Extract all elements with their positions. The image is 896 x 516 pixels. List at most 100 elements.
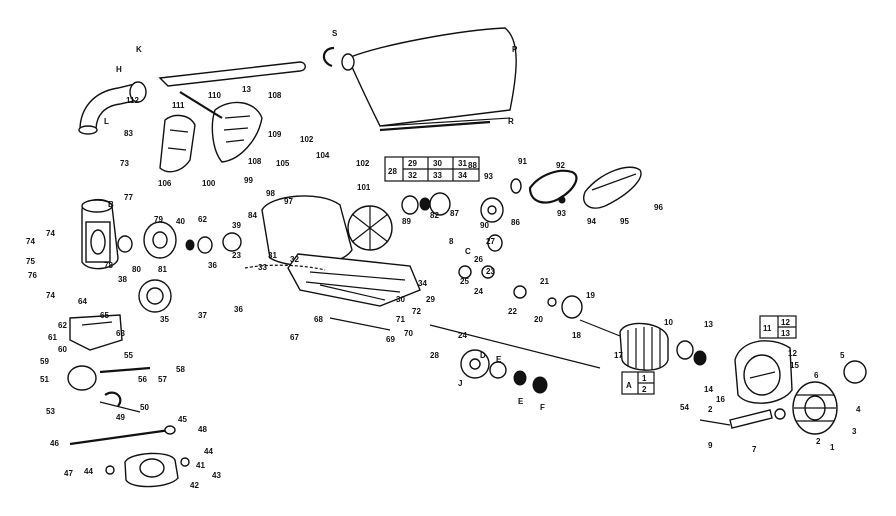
part-label-n17: 17 — [614, 351, 623, 360]
part-label-n78: 78 — [104, 261, 113, 270]
part-label-n62: 62 — [198, 215, 207, 224]
part-label-n93: 93 — [484, 172, 493, 181]
part-label-R: R — [508, 117, 514, 126]
part-label-n2a: 2 — [708, 405, 713, 414]
front-knob — [105, 452, 190, 488]
part-label-n27: 27 — [486, 237, 495, 246]
part-label-n95: 95 — [620, 217, 629, 226]
part-label-n13a: 13 — [242, 85, 251, 94]
inset-28-main: 28 — [388, 167, 397, 176]
part-label-n22: 22 — [508, 307, 517, 316]
part-label-n34: 34 — [418, 279, 427, 288]
inset-11: 11 12 13 — [759, 315, 797, 339]
part-label-n33: 33 — [258, 263, 267, 272]
part-label-n50: 50 — [140, 403, 149, 412]
inset-A: A 1 2 — [621, 371, 655, 395]
motor-field-housing — [734, 340, 793, 404]
inset-A-main: A — [626, 381, 632, 390]
inset-28-cell: 29 — [408, 159, 417, 168]
part-label-n91: 91 — [518, 157, 527, 166]
part-label-Cc: C — [465, 247, 471, 256]
fan-washers — [185, 232, 242, 254]
part-label-n49: 49 — [116, 413, 125, 422]
part-label-n99: 99 — [244, 176, 253, 185]
part-label-n74b: 74 — [26, 237, 35, 246]
part-label-L: L — [104, 117, 109, 126]
part-label-n9: 9 — [708, 441, 713, 450]
part-label-n48: 48 — [198, 425, 207, 434]
part-label-n28: 28 — [430, 351, 439, 360]
part-label-n46: 46 — [50, 439, 59, 448]
part-label-n8: 8 — [449, 237, 454, 246]
part-label-F: F — [540, 403, 545, 412]
part-label-n86: 86 — [511, 218, 520, 227]
part-label-n3: 3 — [852, 427, 857, 436]
handle-rod — [158, 61, 306, 87]
inset-11-cell: 13 — [781, 329, 790, 338]
part-label-n56: 56 — [138, 375, 147, 384]
part-label-n84: 84 — [248, 211, 257, 220]
part-label-n59: 59 — [40, 357, 49, 366]
part-label-n80: 80 — [132, 265, 141, 274]
pulleys — [401, 192, 504, 223]
part-label-n72: 72 — [412, 307, 421, 316]
part-label-n39: 39 — [232, 221, 241, 230]
part-label-n110: 110 — [208, 91, 221, 100]
part-label-n102a: 102 — [300, 135, 314, 144]
handle-bracket — [159, 114, 196, 173]
part-label-n16: 16 — [716, 395, 725, 404]
part-label-n1: 1 — [830, 443, 835, 452]
part-label-n76: 76 — [28, 271, 37, 280]
part-label-n15: 15 — [790, 361, 799, 370]
vacuum-housing — [81, 199, 119, 270]
part-label-n71: 71 — [396, 315, 405, 324]
part-label-n75: 75 — [26, 257, 35, 266]
inset-28-cell: 31 — [458, 159, 467, 168]
part-label-E2: E — [518, 397, 524, 406]
part-label-n67: 67 — [290, 333, 299, 342]
part-label-n23b: 23 — [486, 267, 495, 276]
motor-armature — [579, 319, 707, 371]
trigger-link — [179, 91, 223, 119]
part-label-n74a: 74 — [46, 229, 55, 238]
part-label-n92: 92 — [556, 161, 565, 170]
part-label-n62b: 62 — [58, 321, 67, 330]
part-label-P: P — [512, 45, 518, 54]
part-label-n24a: 24 — [474, 287, 483, 296]
part-label-n38: 38 — [118, 275, 127, 284]
inset-28-cell: 33 — [433, 171, 442, 180]
part-label-n21: 21 — [540, 277, 549, 286]
base-plate — [287, 253, 421, 307]
motor-bearing-cup — [138, 279, 172, 313]
part-label-n45: 45 — [178, 415, 187, 424]
part-label-n10: 10 — [664, 318, 673, 327]
part-label-n53: 53 — [46, 407, 55, 416]
main-housing — [261, 195, 393, 267]
nut-93 — [558, 196, 566, 204]
part-label-n40: 40 — [176, 217, 185, 226]
switch-handle — [211, 101, 263, 163]
part-label-n58: 58 — [176, 365, 185, 374]
part-label-n29: 29 — [426, 295, 435, 304]
part-label-n25: 25 — [460, 277, 469, 286]
part-label-n83: 83 — [124, 129, 133, 138]
part-label-H: H — [116, 65, 122, 74]
part-label-n90: 90 — [480, 221, 489, 230]
inset-28: 28 29 30 31 32 33 34 — [384, 156, 480, 182]
part-label-n14: 14 — [704, 385, 713, 394]
inset-28-cell: 30 — [433, 159, 442, 168]
part-label-n13b: 13 — [704, 320, 713, 329]
part-label-n18: 18 — [572, 331, 581, 340]
dust-bag-clip — [322, 46, 335, 68]
part-label-K: K — [136, 45, 142, 54]
part-label-n31: 31 — [268, 251, 277, 260]
part-label-n101: 101 — [357, 183, 371, 192]
part-label-n51: 51 — [40, 375, 49, 384]
part-label-n94: 94 — [587, 217, 596, 226]
part-label-n12: 12 — [788, 349, 797, 358]
drum-roller — [429, 324, 601, 394]
part-label-n73: 73 — [120, 159, 129, 168]
drive-chain — [244, 264, 391, 331]
